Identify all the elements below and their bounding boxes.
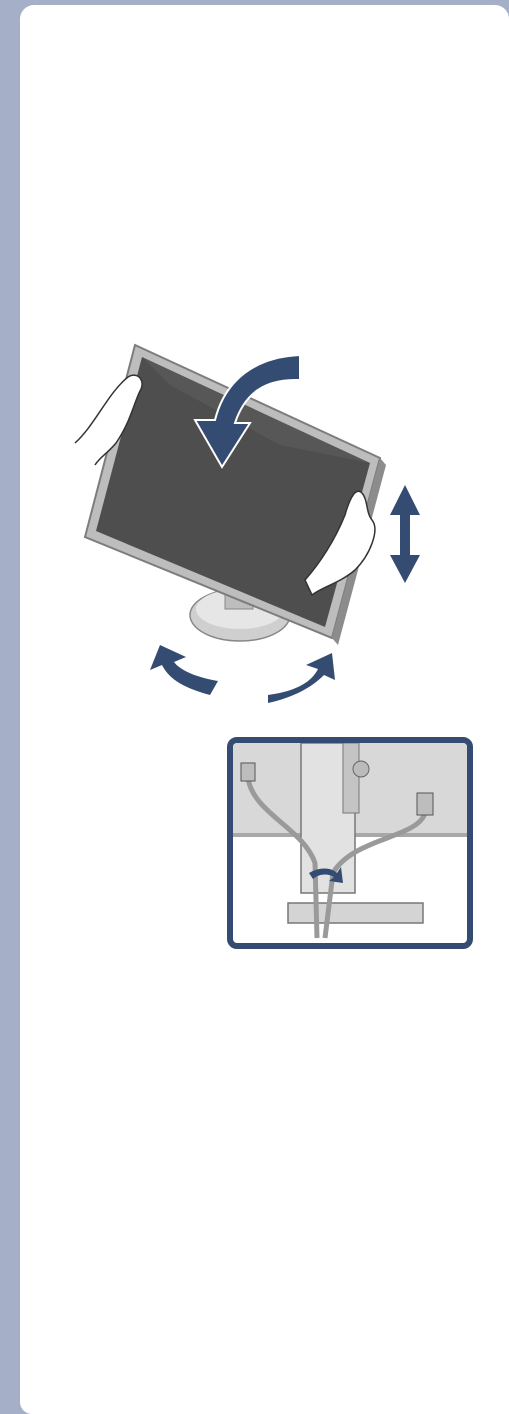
swivel-arrow-icon bbox=[150, 645, 335, 703]
height-arrow-icon bbox=[390, 485, 420, 583]
content-panel bbox=[20, 5, 509, 1414]
cable-management-inset bbox=[227, 737, 473, 949]
monitor-adjustment-illustration bbox=[50, 325, 450, 715]
